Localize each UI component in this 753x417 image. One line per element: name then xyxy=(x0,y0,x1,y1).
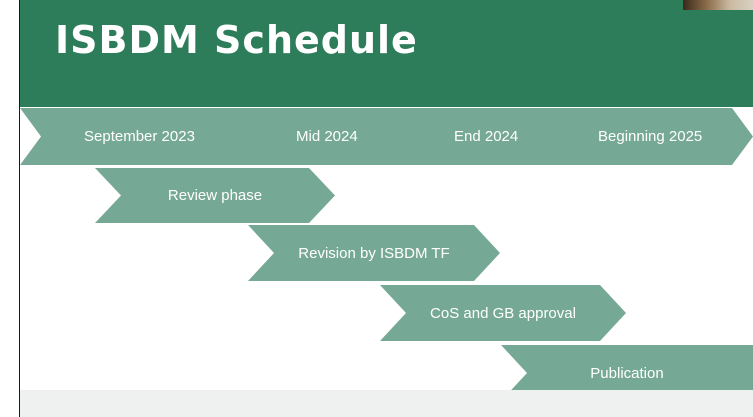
timeline-label-mid-2024: Mid 2024 xyxy=(296,128,358,145)
participant-video-thumbnail xyxy=(683,0,753,10)
phase-label-publication: Publication xyxy=(590,364,664,382)
phase-label-revision: Revision by ISBDM TF xyxy=(298,244,450,262)
timeline-label-september-2023: September 2023 xyxy=(84,128,195,145)
phase-label-review: Review phase xyxy=(167,187,263,204)
phase-label-approval: CoS and GB approval xyxy=(430,304,576,322)
slide-footer-band xyxy=(20,390,753,417)
timeline-arrow: September 2023 Mid 2024 End 2024 Beginni… xyxy=(20,108,753,165)
slide-title: ISBDM Schedule xyxy=(55,18,418,62)
presentation-slide: ISBDM Schedule September 2023 Mid 2024 E… xyxy=(20,0,753,417)
phase-arrow-review: Review phase xyxy=(95,168,335,223)
window-left-margin xyxy=(0,0,20,417)
slide-header: ISBDM Schedule xyxy=(20,0,753,107)
timeline-label-end-2024: End 2024 xyxy=(454,128,519,145)
phase-arrow-revision: Revision by ISBDM TF xyxy=(248,225,500,281)
phase-arrow-approval: CoS and GB approval xyxy=(380,285,626,341)
window-border xyxy=(19,0,20,417)
timeline-label-beginning-2025: Beginning 2025 xyxy=(598,128,703,145)
